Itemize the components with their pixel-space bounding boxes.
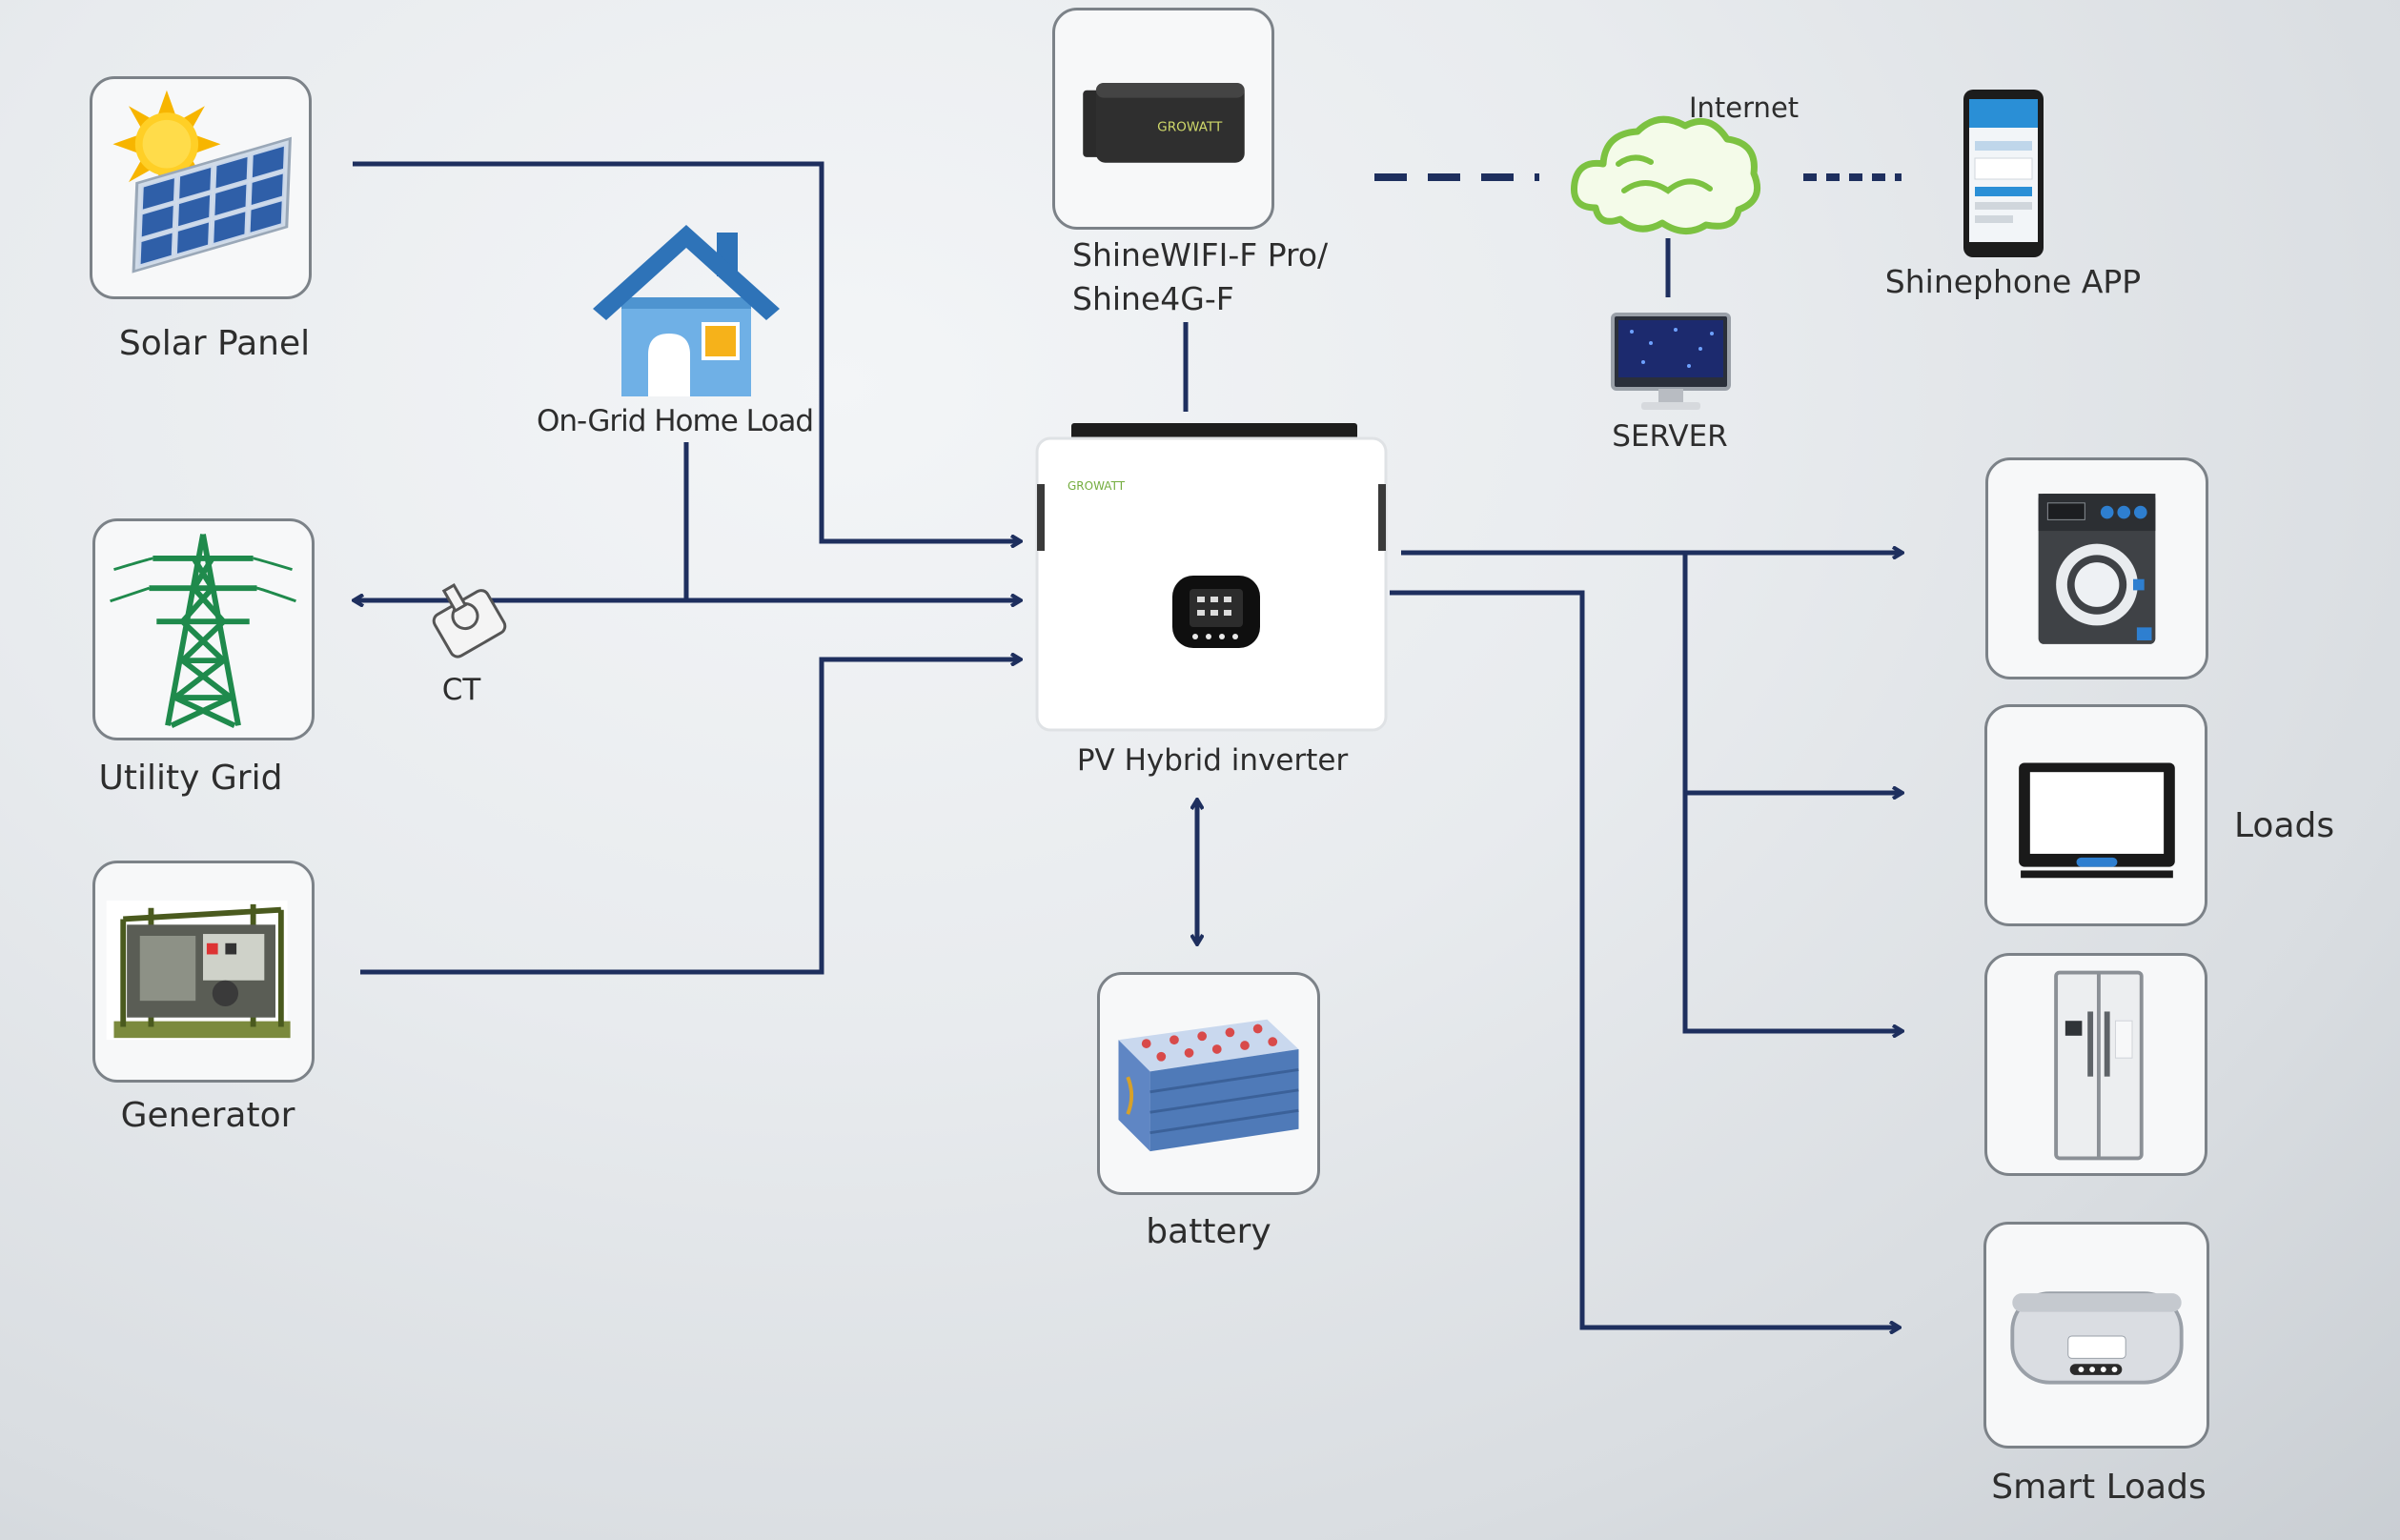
washing-machine-box <box>1985 457 2208 679</box>
tv-icon <box>2019 762 2175 879</box>
generator-box <box>92 861 315 1083</box>
cloud-icon <box>1567 105 1767 238</box>
phone-icon <box>1960 88 2047 259</box>
refrigerator-icon <box>2054 970 2144 1161</box>
tv-box <box>1984 704 2207 926</box>
home-load-label: On-Grid Home Load <box>536 404 814 438</box>
house-icon <box>593 221 780 398</box>
ct-clamp-icon <box>419 572 515 667</box>
dongle-brand-text: GROWATT <box>1157 120 1223 135</box>
smart-load-wire <box>1390 590 1899 1327</box>
dongle-label-line2: Shine4G-F <box>1072 280 1234 317</box>
generator-icon <box>106 900 291 1041</box>
solar-panel-icon <box>112 90 292 274</box>
water-heater-icon <box>2010 1291 2184 1385</box>
solar-panel-box <box>90 76 312 299</box>
server-label: SERVER <box>1612 419 1728 454</box>
solar-to-inverter-wire <box>353 161 1020 541</box>
smart-loads-label: Smart Loads <box>1991 1468 2207 1507</box>
generator-label: Generator <box>120 1096 295 1135</box>
dongle-label-line1: ShineWIFI-F Pro/ <box>1072 236 1329 274</box>
washing-machine-icon <box>2038 494 2156 644</box>
power-tower-icon <box>110 534 296 728</box>
shinephone-app-label: Shinephone APP <box>1884 263 2142 300</box>
battery-label: battery <box>1146 1212 1271 1251</box>
generator-to-inverter-wire <box>360 659 1020 975</box>
loads-label: Loads <box>2234 806 2335 845</box>
battery-box <box>1097 972 1320 1195</box>
refrigerator-box <box>1984 953 2207 1176</box>
battery-icon <box>1118 1019 1299 1152</box>
inverter-brand-text: GROWATT <box>1068 479 1126 493</box>
ct-label: CT <box>441 673 481 707</box>
inverter-label: PV Hybrid inverter <box>1076 743 1349 778</box>
internet-label: Internet <box>1689 91 1800 124</box>
utility-grid-label: Utility Grid <box>98 759 283 798</box>
utility-grid-box <box>92 518 315 740</box>
solar-panel-label: Solar Panel <box>118 324 311 363</box>
inverter-icon: GROWATT <box>1033 419 1390 736</box>
wifi-dongle-box: GROWATT <box>1052 8 1274 230</box>
wifi-dongle-icon: GROWATT <box>1083 82 1245 163</box>
server-monitor-icon <box>1609 311 1733 415</box>
water-heater-box <box>1983 1222 2209 1449</box>
